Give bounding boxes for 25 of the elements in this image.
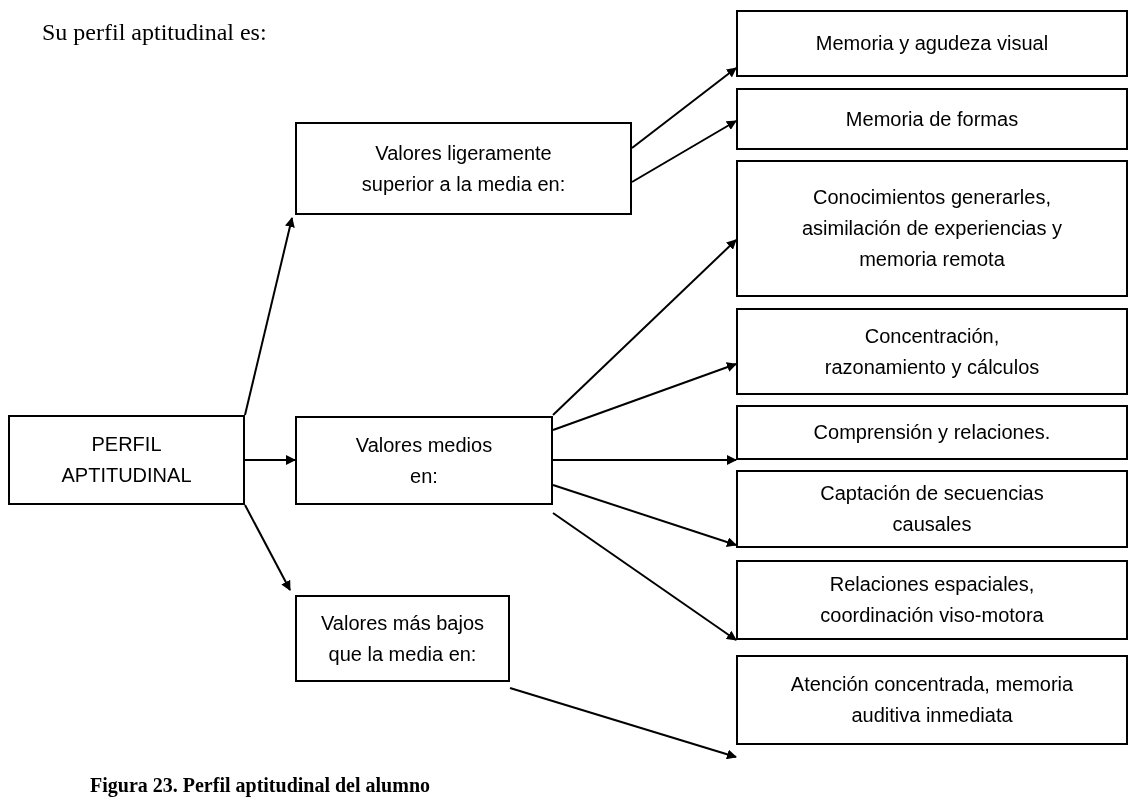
arrow (631, 120, 737, 183)
arrow (552, 362, 737, 431)
text-box: Valores medios en: (295, 416, 553, 505)
arrow (631, 67, 737, 149)
text-box: Atención concentrada, memoria auditiva inmediata (736, 655, 1128, 745)
arrow (552, 239, 737, 416)
arrow (244, 504, 291, 591)
arrow (552, 455, 737, 465)
text-box: Valores ligeramente superior a la media en: (295, 122, 632, 215)
caption: Figura 23. Perfil aptitudinal del alumno (90, 773, 431, 799)
heading: Su perfil aptitudinal es: (42, 18, 267, 47)
arrow (552, 512, 737, 641)
arrow (552, 484, 737, 547)
arrow (244, 455, 296, 465)
text-box: Captación de secuencias causales (736, 470, 1128, 548)
arrow (509, 687, 737, 760)
text-box: Concentración, razonamiento y cálculos (736, 308, 1128, 395)
text-box: Conocimientos generarles, asimilación de experiencias y memoria remota (736, 160, 1128, 297)
text-box: Comprensión y relaciones. (736, 405, 1128, 460)
text-box: PERFIL APTITUDINAL (8, 415, 245, 505)
text-box: Memoria y agudeza visual (736, 10, 1128, 77)
text-box: Valores más bajos que la media en: (295, 595, 510, 682)
text-box: Memoria de formas (736, 88, 1128, 150)
text-box: Relaciones espaciales, coordinación viso-motora (736, 560, 1128, 640)
arrow (244, 217, 295, 416)
